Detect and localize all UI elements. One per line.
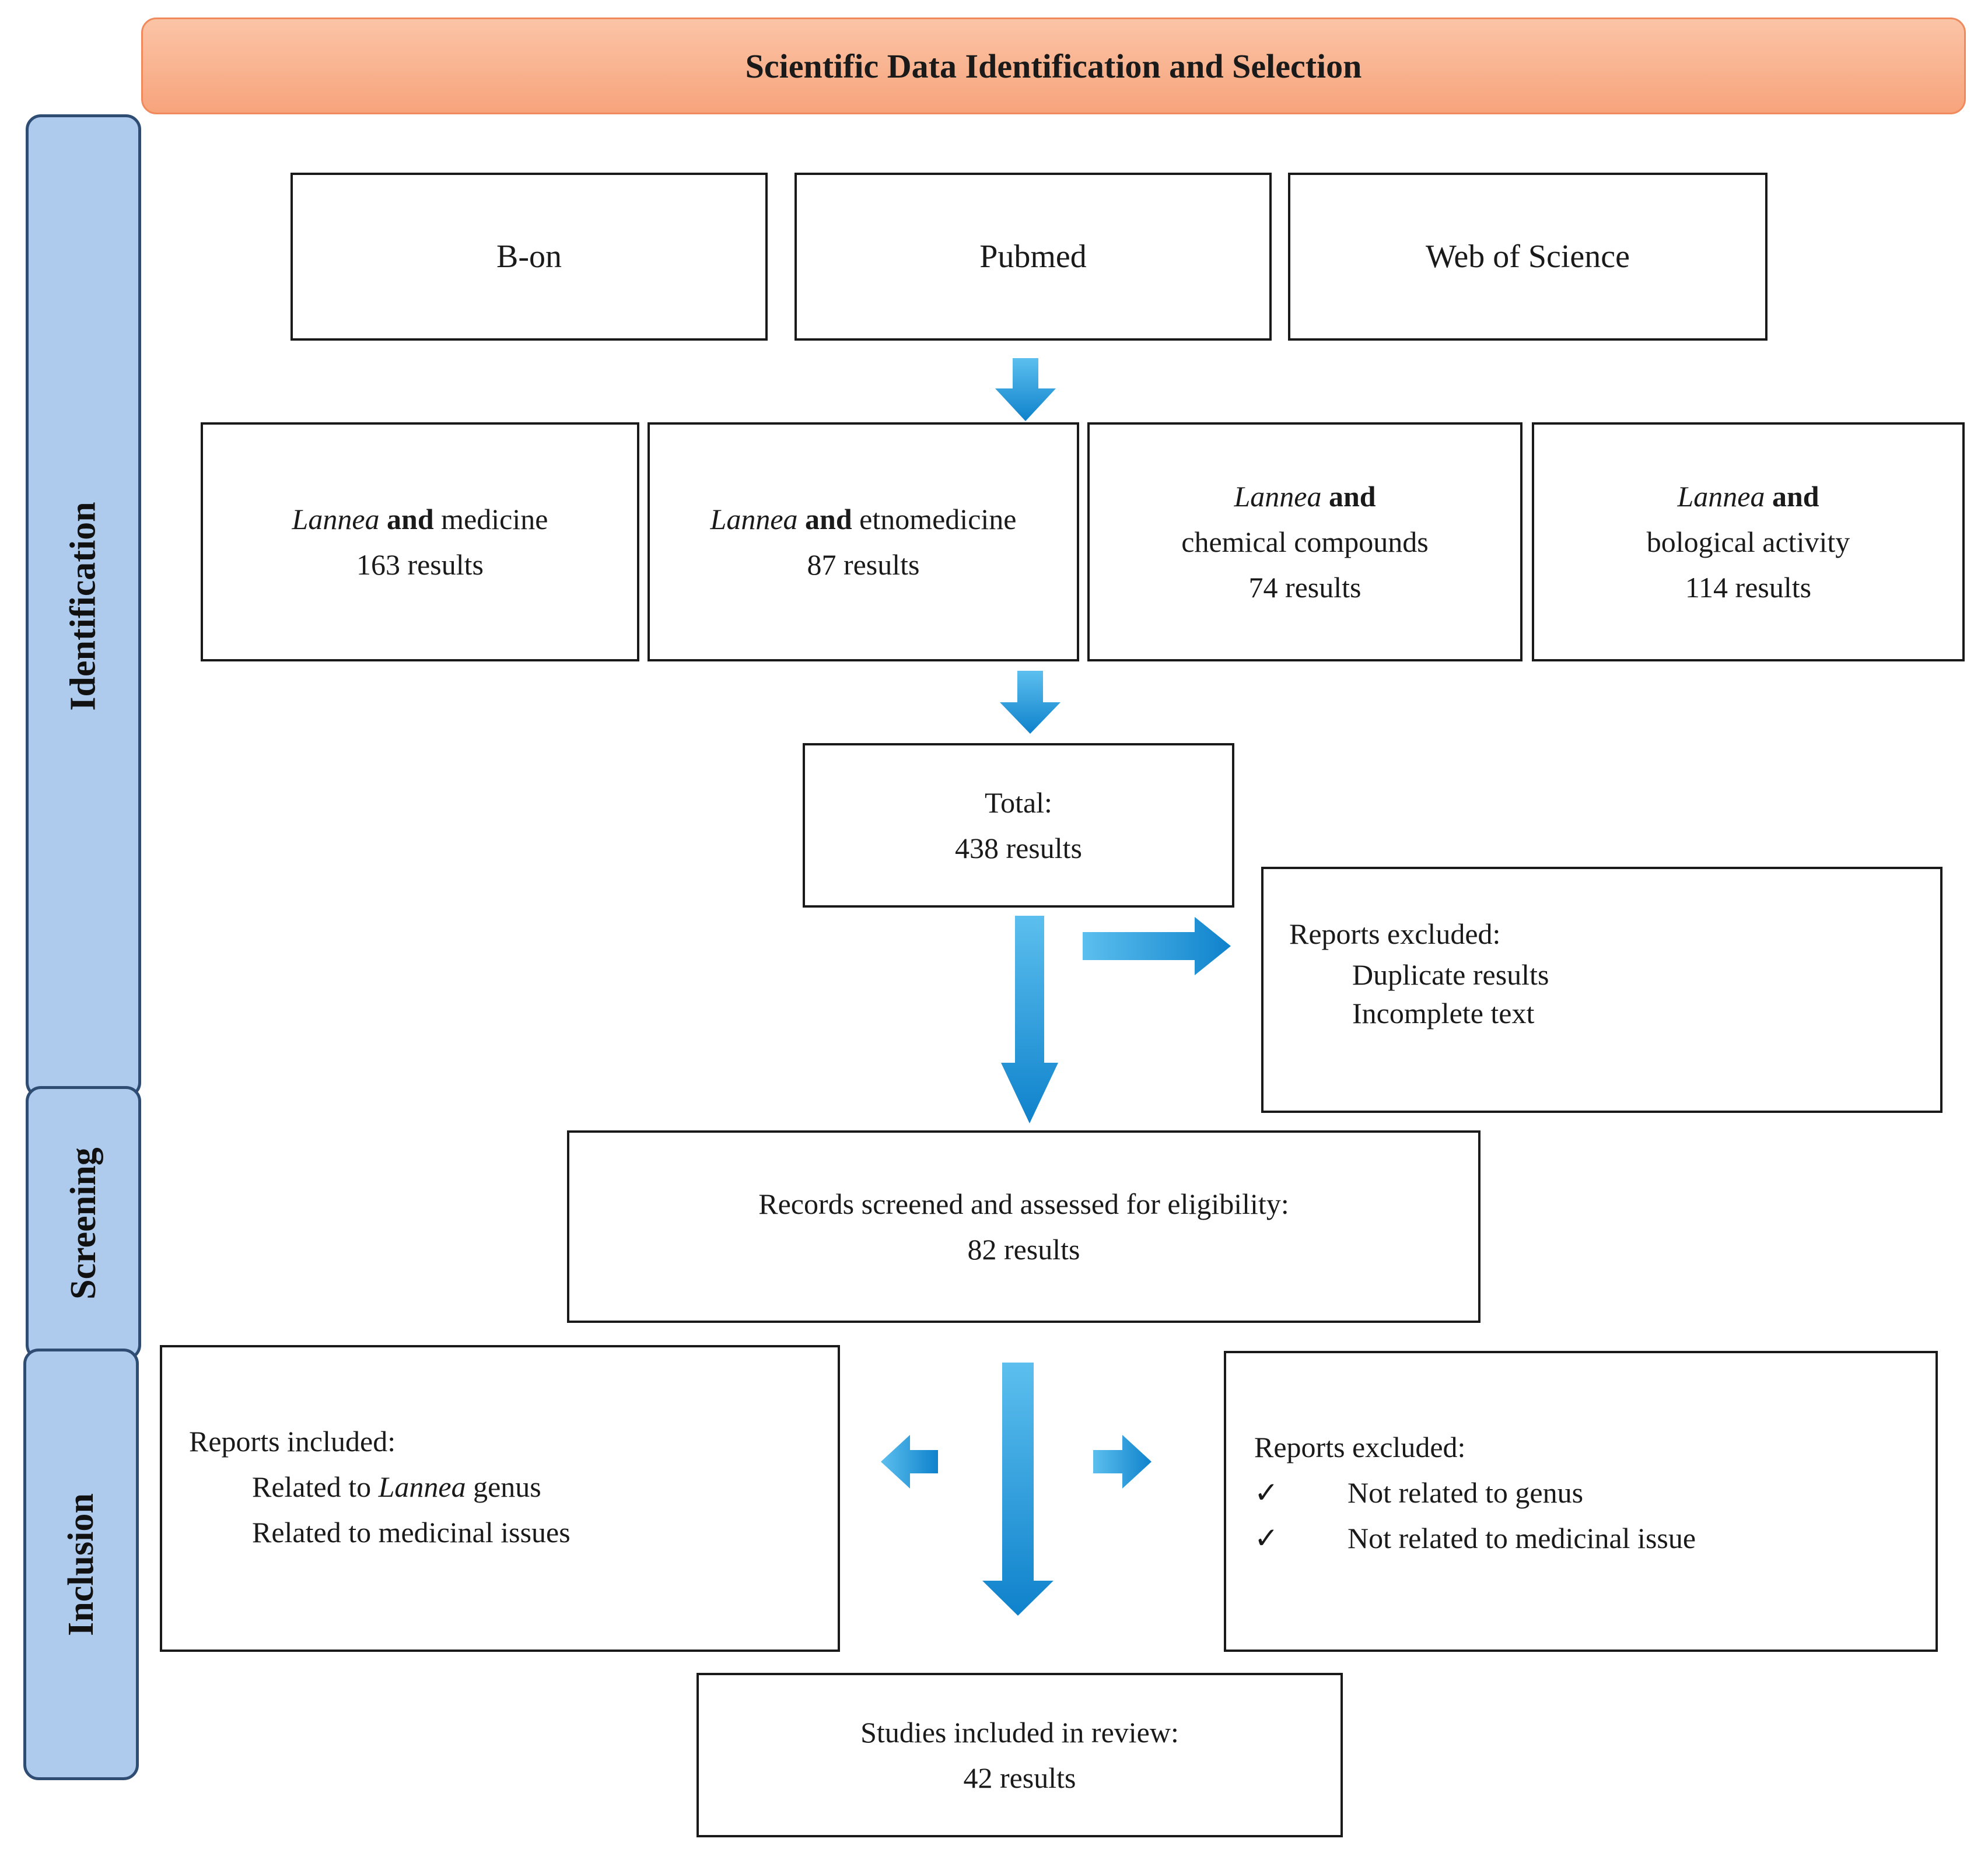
search-query: Lannea and etnomedicine	[710, 503, 1017, 535]
final-results: 42 results	[963, 1762, 1076, 1794]
excluded-item: ✓ Not related to medicinal issue	[1254, 1515, 1696, 1561]
database-box-wos: Web of Science	[1288, 173, 1768, 341]
final-label: Studies included in review:	[860, 1716, 1179, 1749]
search-query: Lannea and	[1677, 480, 1819, 513]
search-query: Lannea and	[1234, 480, 1376, 513]
search-results: 87 results	[807, 548, 920, 581]
arrow-down-icon	[1001, 916, 1058, 1123]
final-box: Studies included in review: 42 results	[696, 1673, 1343, 1837]
screened-label: Records screened and assessed for eligib…	[758, 1188, 1289, 1220]
arrow-down-icon	[982, 1363, 1054, 1616]
search-topic: bological activity	[1646, 526, 1850, 558]
total-label: Total:	[985, 786, 1052, 819]
included-item: Related to medicinal issues	[252, 1516, 570, 1549]
search-box-etnomedicine: Lannea and etnomedicine 87 results	[648, 422, 1079, 661]
excluded-box-duplicates: Reports excluded: Duplicate results Inco…	[1261, 867, 1943, 1113]
check-icon: ✓	[1254, 1522, 1279, 1554]
diagram-title: Scientific Data Identification and Selec…	[745, 47, 1362, 85]
arrow-right-icon	[1093, 1435, 1152, 1489]
arrow-right-icon	[1083, 917, 1231, 975]
search-results: 74 results	[1248, 571, 1362, 604]
included-box: Reports included: Related to Lannea genu…	[160, 1345, 840, 1652]
excluded-item: Duplicate results	[1352, 958, 1549, 991]
database-label: B-on	[496, 239, 562, 275]
arrow-down-icon	[995, 358, 1056, 421]
excluded-title: Reports excluded:	[1254, 1431, 1466, 1463]
phase-inclusion: Inclusion	[23, 1349, 139, 1780]
screened-results: 82 results	[967, 1233, 1080, 1266]
total-box: Total: 438 results	[803, 743, 1234, 908]
search-box-chemical: Lannea and chemical compounds 74 results	[1087, 422, 1522, 661]
excluded-item: Incomplete text	[1352, 997, 1535, 1029]
database-box-bon: B-on	[290, 173, 768, 341]
search-query: Lannea and medicine	[292, 503, 548, 535]
database-box-pubmed: Pubmed	[794, 173, 1272, 341]
phase-screening: Screening	[26, 1086, 141, 1360]
database-label: Pubmed	[979, 239, 1087, 275]
search-box-medicine: Lannea and medicine 163 results	[201, 422, 639, 661]
screened-box: Records screened and assessed for eligib…	[567, 1130, 1480, 1323]
included-title: Reports included:	[189, 1425, 396, 1458]
search-results: 163 results	[356, 548, 484, 581]
check-icon: ✓	[1254, 1476, 1279, 1509]
search-box-biological: Lannea and bological activity 114 result…	[1532, 422, 1965, 661]
total-results: 438 results	[954, 832, 1083, 864]
database-label: Web of Science	[1426, 239, 1630, 275]
arrow-down-icon	[1000, 671, 1060, 734]
included-item: Related to Lannea genus	[252, 1470, 541, 1503]
search-results: 114 results	[1685, 571, 1812, 604]
arrow-left-icon	[881, 1435, 938, 1489]
excluded-box-genus: Reports excluded: ✓ Not related to genus…	[1224, 1351, 1938, 1652]
search-topic: chemical compounds	[1181, 526, 1429, 558]
title-banner: Scientific Data Identification and Selec…	[141, 17, 1966, 114]
excluded-title: Reports excluded:	[1289, 918, 1501, 950]
excluded-item: ✓ Not related to genus	[1254, 1470, 1583, 1515]
